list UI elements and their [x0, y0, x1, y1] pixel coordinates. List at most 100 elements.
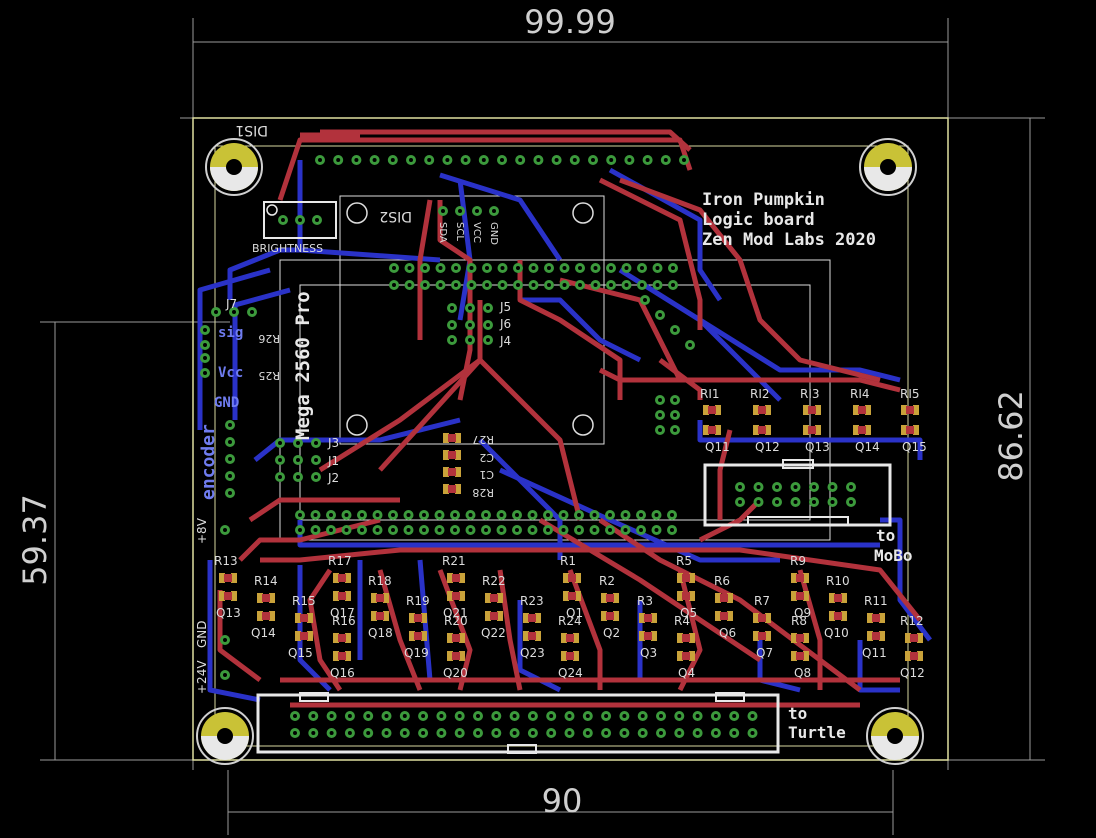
c2-label: C2	[479, 451, 494, 464]
pot-pad	[295, 215, 305, 225]
mega-pad	[575, 280, 585, 290]
j7-pad	[247, 307, 257, 317]
r14-label: R14	[254, 574, 278, 588]
mega-pad	[559, 280, 570, 290]
q16-label: Q16	[330, 666, 355, 680]
sensor-pad	[200, 368, 210, 378]
r5-label: R5	[676, 554, 692, 568]
transistor-smd	[677, 651, 695, 661]
mega-pad	[496, 510, 507, 520]
q4-label: Q4	[678, 666, 695, 680]
small-smd	[443, 433, 461, 443]
turtle-pad	[326, 711, 337, 721]
resistor-smd	[523, 613, 541, 623]
mega-pad	[357, 510, 367, 520]
mega-pad	[497, 263, 508, 273]
turtle-pad	[692, 711, 703, 721]
mega-pad	[668, 263, 678, 273]
mega-pad	[419, 510, 429, 520]
mega-pad	[620, 525, 631, 535]
mega-pad	[451, 280, 461, 290]
jumper-pad	[483, 320, 493, 330]
turtle-pad	[619, 728, 630, 738]
mega-pad	[605, 510, 615, 520]
dis1-pad	[588, 155, 598, 165]
dis1-pad	[642, 155, 653, 165]
resistor-smd	[803, 405, 821, 415]
jumper-pad	[311, 455, 321, 465]
turtle-pad	[582, 711, 593, 721]
r11-label: R11	[864, 594, 888, 608]
q17-label: Q17	[330, 606, 355, 620]
turtle-pad	[363, 728, 374, 738]
mobo-pad	[809, 482, 819, 492]
resistor-smd	[409, 613, 427, 623]
transistor-smd	[371, 611, 389, 621]
mobo-pad	[827, 497, 838, 507]
turtle-pad	[637, 711, 648, 721]
mega-pad	[482, 263, 492, 273]
r1-label: R1	[560, 554, 576, 568]
turtle-pad	[436, 728, 447, 738]
turtle-pad	[546, 711, 557, 721]
q11-label: Q11	[862, 646, 887, 660]
r15-label: R15	[292, 594, 316, 608]
transistor-smd	[677, 591, 695, 601]
mega-pad	[670, 410, 680, 420]
sig-label: sig	[218, 325, 243, 341]
sensor-pad	[200, 353, 210, 363]
power-pad	[220, 670, 230, 680]
mobo-pad	[846, 497, 856, 507]
r6-label: R6	[714, 574, 730, 588]
mega-pad	[497, 280, 508, 290]
r24-label: R24	[558, 614, 582, 628]
encoder-label: encoder	[198, 424, 219, 500]
jumper-pad	[275, 438, 285, 448]
mega-pad	[543, 510, 553, 520]
turtle-pad	[381, 711, 392, 721]
resistor-smd	[753, 613, 771, 623]
jumper-pad	[447, 320, 457, 330]
jumper-pad	[465, 303, 475, 313]
turtle-label-name: Turtle	[788, 723, 846, 742]
mega-pad	[435, 280, 446, 290]
mega-pad	[404, 263, 415, 273]
dis1-pad	[478, 155, 489, 165]
turtle-pad	[619, 711, 630, 721]
turtle-pad	[710, 728, 721, 738]
v8-label: +8V	[195, 517, 209, 544]
mobo-pad	[735, 482, 745, 492]
small-smd	[443, 467, 461, 477]
j7-label: J7	[225, 297, 237, 311]
mobo-pad	[753, 482, 764, 492]
transistor-smd	[753, 631, 771, 641]
resistor-smd	[257, 593, 275, 603]
q15-label: Q15	[288, 646, 313, 660]
turtle-pad	[308, 711, 319, 721]
mega-pad	[621, 280, 632, 290]
small-smd	[443, 484, 461, 494]
r16-label: R16	[332, 614, 356, 628]
mega-pad	[667, 525, 677, 535]
encoder-pad	[225, 437, 235, 447]
display-label: DIS1	[235, 122, 268, 138]
mega-pad	[589, 525, 600, 535]
r7-label: R7	[754, 594, 770, 608]
mega-pad	[512, 510, 522, 520]
transistor-smd	[409, 631, 427, 641]
turtle-pad	[509, 728, 520, 738]
v24-label: +24V	[195, 660, 209, 694]
turtle-pad	[344, 728, 355, 738]
mega-pad	[589, 510, 600, 520]
ri5-label: RI5	[900, 387, 920, 401]
turtle-pad	[546, 728, 557, 738]
transistor-smd	[905, 651, 923, 661]
mobo-pad	[809, 497, 819, 507]
mega-pad	[606, 263, 616, 273]
mega-pad	[652, 280, 663, 290]
mega-pad	[420, 263, 430, 273]
resistor-smd	[677, 573, 695, 583]
dis1-pad	[351, 155, 362, 165]
resistor-smd	[601, 593, 619, 603]
